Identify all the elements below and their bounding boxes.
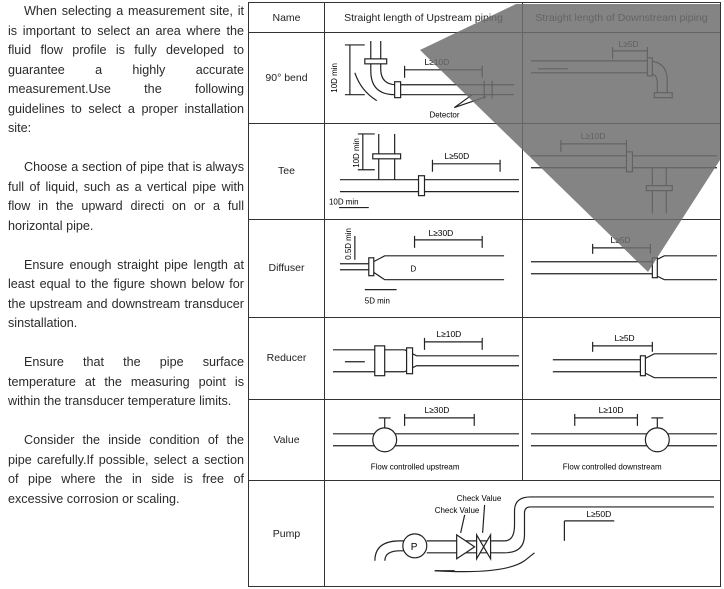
diffuser-down-length: L≥5D <box>611 235 631 245</box>
table-row: Diffuser 0.5D min 5D min D L <box>248 219 721 318</box>
diffuser-upstream-svg: 0.5D min 5D min D L≥30D <box>339 228 505 306</box>
row-name: 90° bend <box>248 32 325 124</box>
reducer-downstream-diagram: L≥5D <box>522 316 721 401</box>
intro-paragraph: When selecting a measurement site, it is… <box>8 4 244 135</box>
diffuser-up-length: L≥30D <box>428 228 453 238</box>
bend-upstream-diagram: 10D min L≥10D Detector <box>324 32 523 124</box>
tee-upstream-diagram: 10D min 10D min L≥50D <box>324 122 523 221</box>
table-header-row: Name Straight length of Upstream piping … <box>248 2 721 33</box>
tee-up-length: L≥50D <box>444 150 469 160</box>
pump-length-label: L≥50D <box>586 509 611 519</box>
bend-detector-label: Detector <box>429 111 459 120</box>
check-value-label-1: Check Value <box>435 506 480 515</box>
valve-downstream-svg: L≥10D Flow controlled downstream <box>530 405 718 472</box>
reducer-upstream-svg: L≥10D <box>332 328 520 376</box>
tee-upstream-svg: 10D min 10D min L≥50D <box>329 132 519 208</box>
reducer-downstream-svg: L≥5D <box>552 332 718 378</box>
bend-upstream-svg: 10D min L≥10D Detector <box>330 40 515 120</box>
diffuser-vertical-label: 0.5D min <box>344 228 353 260</box>
bend-up-length: L≥10D <box>424 57 449 67</box>
header-name: Name <box>248 2 325 33</box>
valve-upstream-diagram: L≥30D Flow controlled upstream <box>324 399 523 481</box>
tee-downstream-diagram: L≥10D <box>522 122 721 221</box>
bend-down-length: L≥5D <box>619 39 639 49</box>
table-row: Pump <box>248 479 721 588</box>
table-row: 90° bend <box>248 32 721 124</box>
valve-down-caption: Flow controlled downstream <box>563 463 662 472</box>
bend-vertical-label: 10D min <box>330 63 339 93</box>
diffuser-horizontal-label: 5D min <box>365 297 390 306</box>
tee-downstream-svg: L≥10D <box>530 130 717 214</box>
check-value-label-2: Check Value <box>457 494 502 503</box>
valve-up-caption: Flow controlled upstream <box>371 463 460 472</box>
intro-paragraph: Consider the inside condition of the pip… <box>8 433 244 506</box>
installation-guideline-table: Name Straight length of Upstream piping … <box>248 2 721 588</box>
pump-symbol: P <box>411 542 418 553</box>
row-name: Reducer <box>248 316 325 401</box>
intro-paragraph: Ensure enough straight pipe length at le… <box>8 257 244 331</box>
diffuser-downstream-svg: L≥5D <box>530 235 718 281</box>
valve-up-length: L≥30D <box>424 405 449 415</box>
reducer-up-length: L≥10D <box>436 328 461 338</box>
row-name: Diffuser <box>248 219 325 318</box>
pump-svg: P Check Value Check Value L≥50D <box>374 494 714 572</box>
table-row: Value L≥30D Flow controlled upstream <box>248 399 721 481</box>
tee-horizontal-label: 10D min <box>329 197 359 206</box>
bend-downstream-svg: L≥5D <box>530 39 673 99</box>
intro-paragraph: Ensure that the pipe surface temperature… <box>8 355 244 408</box>
table-row: Reducer L≥10D <box>248 316 721 401</box>
table-row: Tee 10D min 10D min <box>248 122 721 221</box>
tee-down-length: L≥10D <box>581 130 606 140</box>
diffuser-downstream-diagram: L≥5D <box>522 219 721 318</box>
row-name: Value <box>248 399 325 481</box>
diffuser-d-label: D <box>411 265 417 274</box>
pump-diagram: P Check Value Check Value L≥50D <box>324 479 721 588</box>
valve-downstream-diagram: L≥10D Flow controlled downstream <box>522 399 721 481</box>
diffuser-upstream-diagram: 0.5D min 5D min D L≥30D <box>324 219 523 318</box>
valve-down-length: L≥10D <box>599 405 624 415</box>
tee-vertical-label: 10D min <box>352 138 361 168</box>
row-name: Pump <box>248 479 325 588</box>
intro-text: When selecting a measurement site, it is… <box>8 2 244 529</box>
reducer-upstream-diagram: L≥10D <box>324 316 523 401</box>
bend-downstream-diagram: L≥5D <box>522 32 721 124</box>
header-upstream: Straight length of Upstream piping <box>324 2 523 33</box>
row-name: Tee <box>248 122 325 221</box>
intro-paragraph: Choose a section of pipe that is always … <box>8 160 244 233</box>
reducer-down-length: L≥5D <box>615 332 635 342</box>
valve-upstream-svg: L≥30D Flow controlled upstream <box>332 405 520 472</box>
header-downstream: Straight length of Downstream piping <box>522 2 721 33</box>
